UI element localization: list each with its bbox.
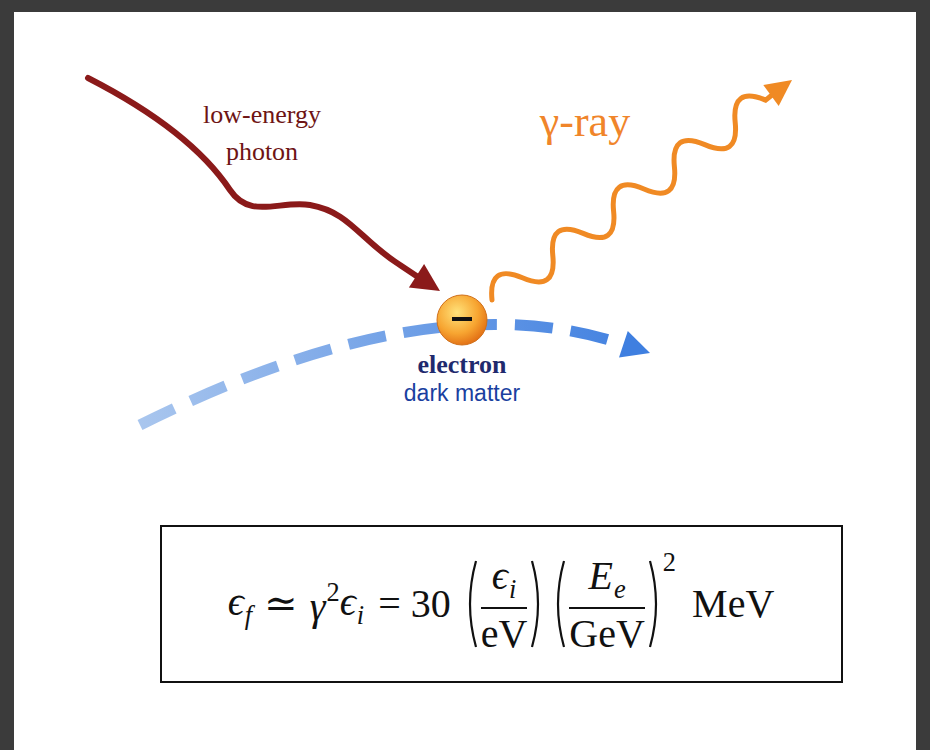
minus-sign — [452, 317, 472, 321]
formula-term: i — [509, 575, 516, 604]
formula-term: ϵ — [340, 580, 356, 624]
formula-row: ϵf≃γ2ϵi= 30ϵieVEeGeV2MeV — [228, 552, 775, 656]
formula-term: = 30 — [378, 582, 451, 626]
formula-term: 2 — [326, 578, 339, 607]
formula-group: Ee — [589, 552, 626, 604]
formula-term: e — [614, 575, 626, 604]
paren-symbol — [463, 558, 479, 650]
formula-group: ϵi — [340, 578, 364, 630]
paren-symbol — [551, 558, 567, 650]
formula-term: i — [357, 601, 364, 630]
gamma-arrowhead — [763, 80, 792, 106]
gamma-ray-wave — [492, 95, 772, 300]
trajectory-arrowhead — [619, 331, 650, 358]
electron-symbol — [437, 295, 487, 345]
formula-group: γ2 — [310, 578, 340, 631]
photon-arrowhead — [409, 264, 440, 291]
formula-box: ϵf≃γ2ϵi= 30ϵieVEeGeV2MeV — [160, 525, 843, 683]
electron-label: electron — [352, 347, 572, 382]
formula-term: eV — [481, 612, 528, 656]
formula-term: ϵ — [492, 554, 508, 598]
formula-term: GeV — [569, 612, 645, 656]
formula-term: ≃ — [264, 582, 298, 626]
formula-group: ϵi — [492, 552, 516, 604]
paren-symbol — [647, 558, 663, 650]
fraction: EeGeV — [569, 552, 645, 656]
formula-term: ϵ — [228, 580, 244, 624]
formula-term: MeV — [692, 582, 774, 626]
photon-wave — [88, 78, 418, 277]
formula-term: 2 — [663, 548, 676, 577]
formula-group: ϵf — [228, 578, 252, 630]
dark-matter-trajectory — [140, 324, 622, 425]
paren-symbol — [529, 558, 545, 650]
formula-term: E — [589, 554, 613, 598]
formula-term: γ — [310, 585, 326, 629]
photon-label: low-energy photon — [177, 96, 347, 170]
formula-term: f — [245, 601, 252, 630]
gamma-ray-label: γ-ray — [475, 92, 695, 151]
fraction-bar — [481, 607, 528, 609]
fraction-bar — [569, 607, 645, 609]
dark-matter-label: dark matter — [352, 378, 572, 409]
fraction: ϵi eV — [481, 552, 528, 656]
